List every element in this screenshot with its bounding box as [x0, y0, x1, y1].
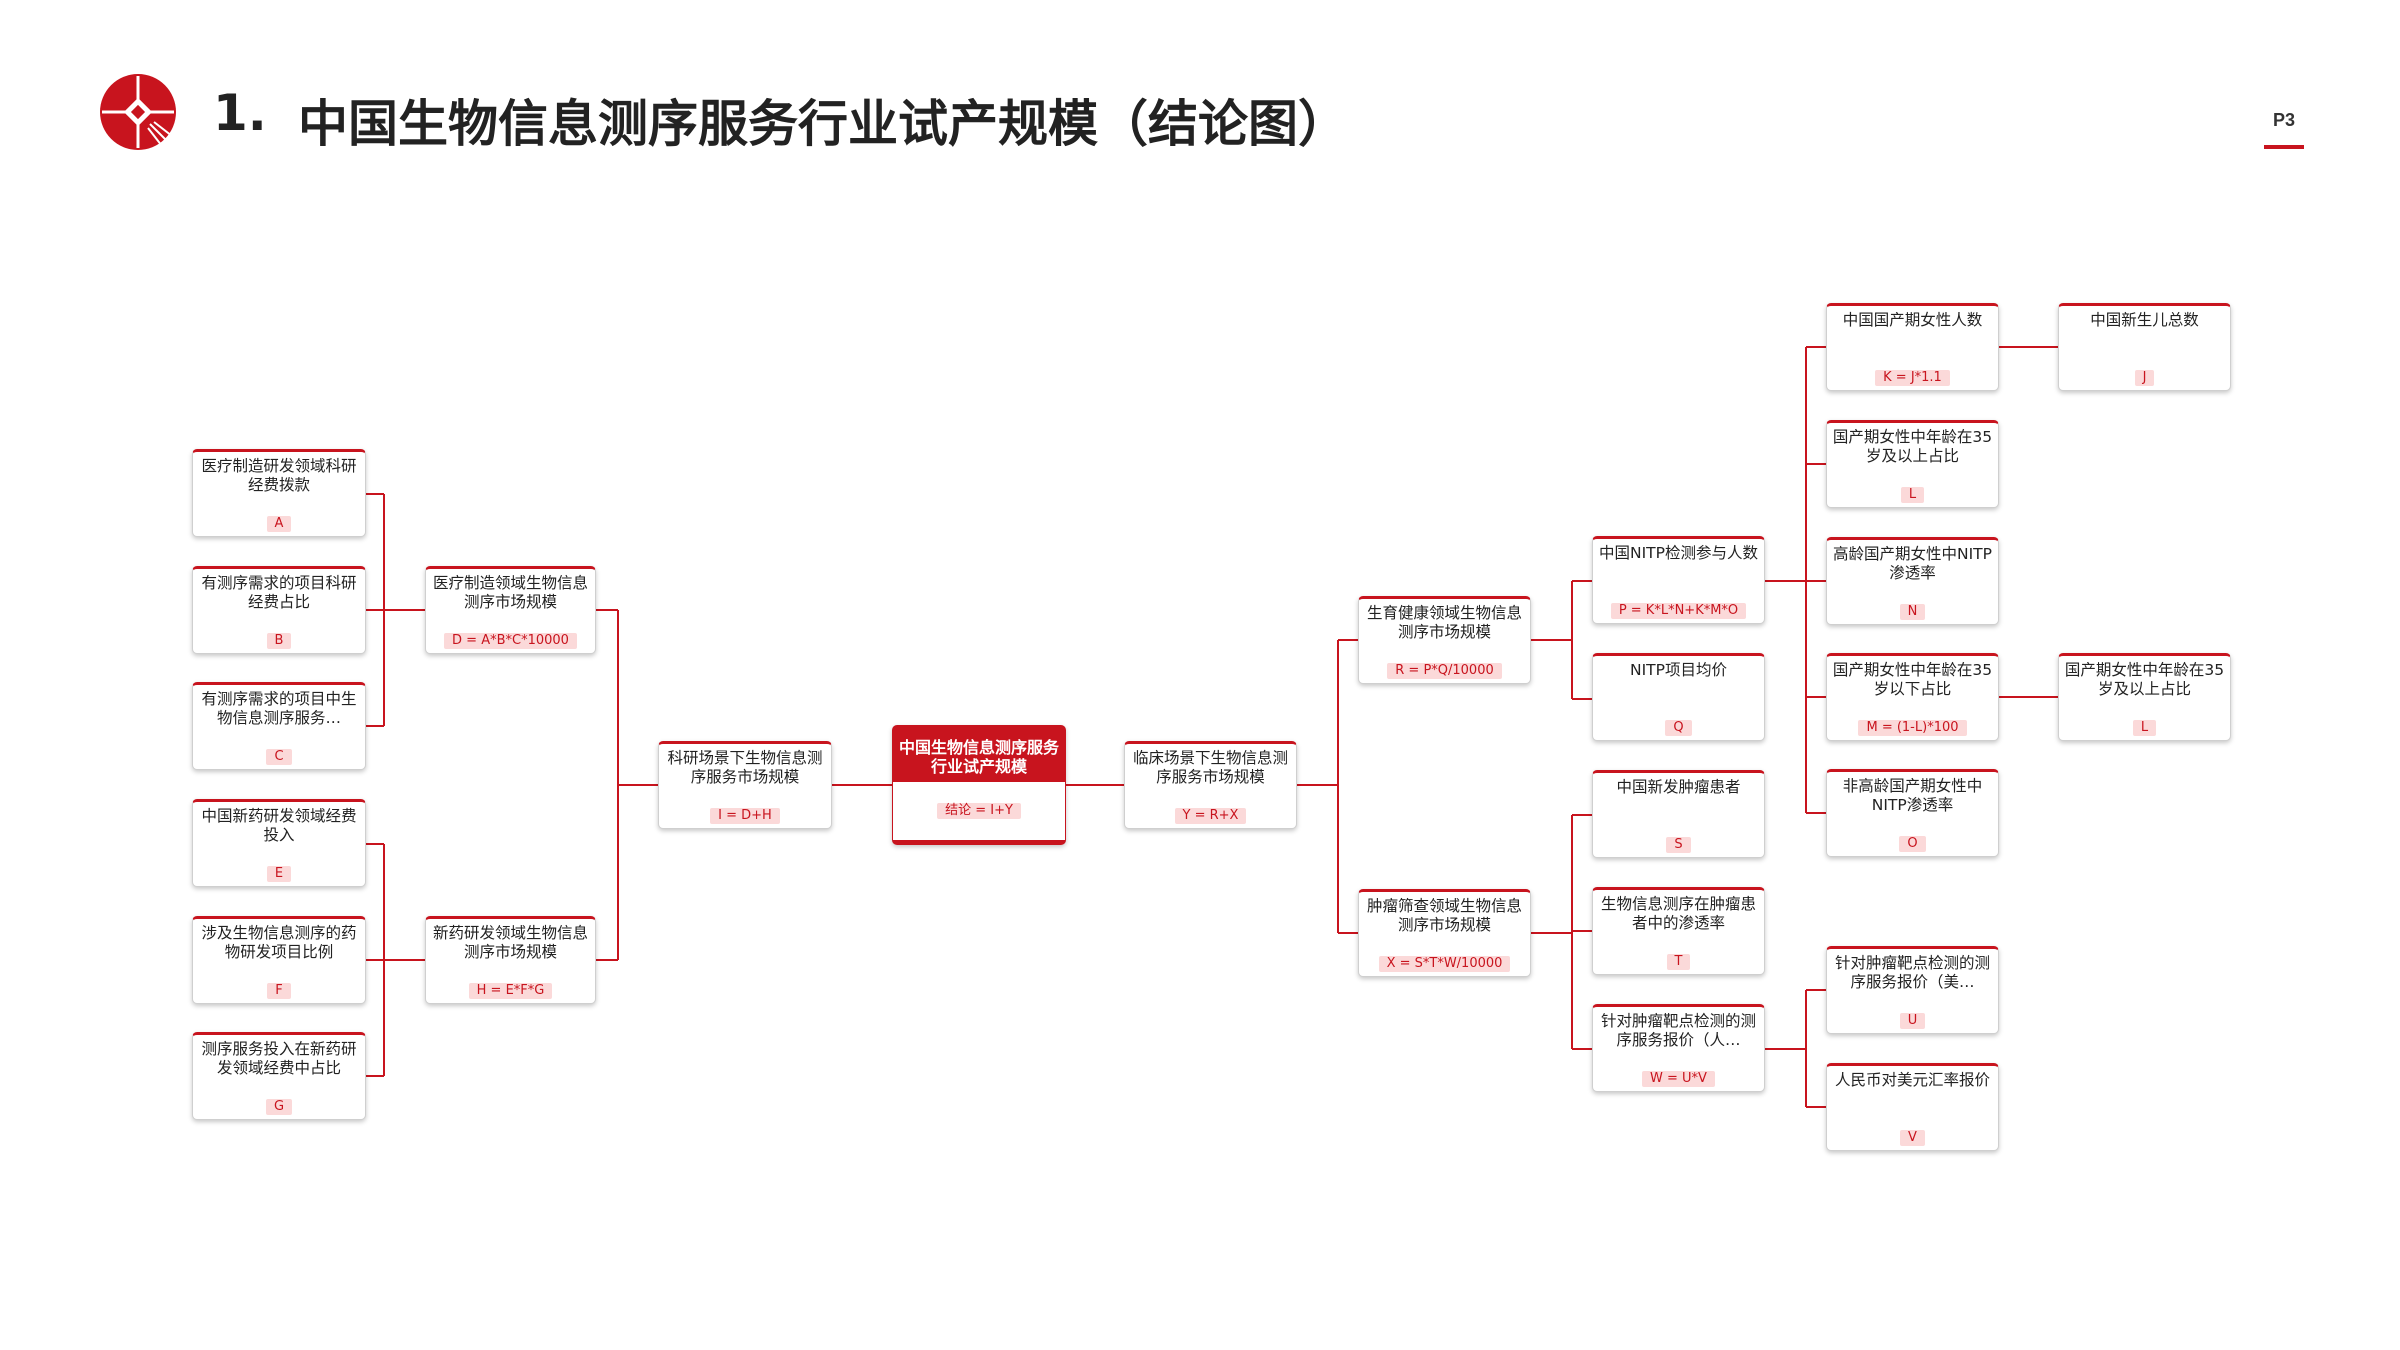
node-label: 国产期女性中年龄在35岁及以上占比	[2064, 661, 2225, 698]
node-label: 科研场景下生物信息测序服务市场规模	[667, 749, 823, 786]
node-formula: N	[1899, 604, 1926, 620]
node-label: 医疗制造研发领域科研经费拨款	[201, 457, 357, 494]
node-n: 高龄国产期女性中NITP渗透率 N	[1826, 537, 1999, 625]
node-label: 医疗制造领域生物信息测序市场规模	[432, 574, 588, 611]
node-r: 生育健康领域生物信息测序市场规模 R = P*Q/10000	[1358, 596, 1531, 684]
node-b: 有测序需求的项目科研经费占比 B	[192, 566, 366, 654]
node-label: 中国国产期女性人数	[1842, 311, 1983, 329]
node-l2: 国产期女性中年龄在35岁及以上占比 L	[2058, 653, 2231, 741]
node-formula: A	[266, 516, 292, 532]
node-formula: S	[1666, 837, 1691, 853]
node-label: 中国NITP检测参与人数	[1599, 544, 1758, 562]
node-label: 临床场景下生物信息测序服务市场规模	[1132, 749, 1288, 786]
node-a: 医疗制造研发领域科研经费拨款 A	[192, 449, 366, 537]
page-number-underline	[2264, 145, 2304, 149]
node-j: 中国新生儿总数 J	[2058, 303, 2231, 391]
node-formula: M = (1-L)*100	[1858, 720, 1967, 736]
node-formula: B	[266, 633, 292, 649]
node-u: 针对肿瘤靶点检测的测序服务报价（美… U	[1826, 946, 1999, 1034]
node-p: 中国NITP检测参与人数 P = K*L*N+K*M*O	[1592, 536, 1765, 624]
node-label: 新药研发领域生物信息测序市场规模	[432, 924, 588, 961]
node-label: 高龄国产期女性中NITP渗透率	[1833, 545, 1992, 582]
node-i: 科研场景下生物信息测序服务市场规模 I = D+H	[658, 741, 832, 829]
node-l: 国产期女性中年龄在35岁及以上占比 L	[1826, 420, 1999, 508]
node-f: 涉及生物信息测序的药物研发项目比例 F	[192, 916, 366, 1004]
node-label: 中国新生儿总数	[2090, 311, 2199, 329]
node-s: 中国新发肿瘤患者 S	[1592, 770, 1765, 858]
node-formula: T	[1666, 954, 1691, 970]
node-formula: R = P*Q/10000	[1387, 663, 1502, 679]
node-w: 针对肿瘤靶点检测的测序服务报价（人… W = U*V	[1592, 1004, 1765, 1092]
node-formula: Y = R+X	[1174, 808, 1247, 824]
node-formula: H = E*F*G	[468, 983, 553, 999]
node-h: 新药研发领域生物信息测序市场规模 H = E*F*G	[425, 916, 596, 1004]
node-label: 肿瘤筛查领域生物信息测序市场规模	[1366, 897, 1522, 934]
node-e: 中国新药研发领域经费投入 E	[192, 799, 366, 887]
node-o: 非高龄国产期女性中NITP渗透率 O	[1826, 769, 1999, 857]
node-c: 有测序需求的项目中生物信息测序服务… C	[192, 682, 366, 770]
root-node: 中国生物信息测序服务行业试产规模 结论 = I+Y	[892, 725, 1066, 845]
node-formula: L	[2132, 720, 2157, 736]
node-formula: C	[266, 749, 292, 765]
node-formula: L	[1900, 487, 1925, 503]
page-number: P3	[2272, 110, 2296, 130]
node-label: NITP项目均价	[1630, 661, 1727, 679]
node-x: 肿瘤筛查领域生物信息测序市场规模 X = S*T*W/10000	[1358, 889, 1531, 977]
node-formula: Q	[1665, 720, 1692, 736]
node-formula: X = S*T*W/10000	[1378, 956, 1511, 972]
node-v: 人民币对美元汇率报价 V	[1826, 1063, 1999, 1151]
node-formula: P = K*L*N+K*M*O	[1610, 603, 1747, 619]
node-formula: W = U*V	[1642, 1071, 1715, 1087]
node-formula: V	[1900, 1130, 1925, 1146]
node-label: 中国生物信息测序服务行业试产规模	[893, 728, 1065, 782]
node-formula: J	[2134, 370, 2155, 386]
node-label: 测序服务投入在新药研发领域经费中占比	[201, 1040, 357, 1077]
node-label: 针对肿瘤靶点检测的测序服务报价（人…	[1600, 1012, 1756, 1049]
node-formula: O	[1899, 836, 1926, 852]
node-label: 国产期女性中年龄在35岁以下占比	[1832, 661, 1993, 698]
node-k: 中国国产期女性人数 K = J*1.1	[1826, 303, 1999, 391]
node-formula: 结论 = I+Y	[937, 803, 1021, 819]
node-d: 医疗制造领域生物信息测序市场规模 D = A*B*C*10000	[425, 566, 596, 654]
node-formula: D = A*B*C*10000	[444, 633, 577, 649]
node-label: 国产期女性中年龄在35岁及以上占比	[1832, 428, 1993, 465]
node-label: 中国新药研发领域经费投入	[201, 807, 357, 844]
page-title: 中国生物信息测序服务行业试产规模（结论图）	[298, 95, 1348, 153]
node-formula: K = J*1.1	[1875, 370, 1950, 386]
node-label: 生育健康领域生物信息测序市场规模	[1366, 604, 1522, 641]
node-formula: I = D+H	[710, 808, 780, 824]
node-y: 临床场景下生物信息测序服务市场规模 Y = R+X	[1124, 741, 1297, 829]
node-label: 有测序需求的项目科研经费占比	[201, 574, 357, 611]
node-label: 涉及生物信息测序的药物研发项目比例	[201, 924, 357, 961]
node-label: 中国新发肿瘤患者	[1616, 778, 1741, 796]
node-label: 生物信息测序在肿瘤患者中的渗透率	[1600, 895, 1756, 932]
node-q: NITP项目均价 Q	[1592, 653, 1765, 741]
node-formula: E	[266, 866, 292, 882]
node-formula: G	[265, 1099, 293, 1115]
node-t: 生物信息测序在肿瘤患者中的渗透率 T	[1592, 887, 1765, 975]
node-formula: F	[267, 983, 291, 999]
node-m: 国产期女性中年龄在35岁以下占比 M = (1-L)*100	[1826, 653, 1999, 741]
node-formula: U	[1899, 1013, 1926, 1029]
node-g: 测序服务投入在新药研发领域经费中占比 G	[192, 1032, 366, 1120]
node-label: 人民币对美元汇率报价	[1834, 1071, 1990, 1089]
section-number: 1.	[213, 84, 267, 142]
node-label: 针对肿瘤靶点检测的测序服务报价（美…	[1834, 954, 1990, 991]
brand-logo	[100, 74, 176, 150]
node-label: 非高龄国产期女性中NITP渗透率	[1842, 777, 1983, 814]
node-label: 有测序需求的项目中生物信息测序服务…	[201, 690, 357, 727]
